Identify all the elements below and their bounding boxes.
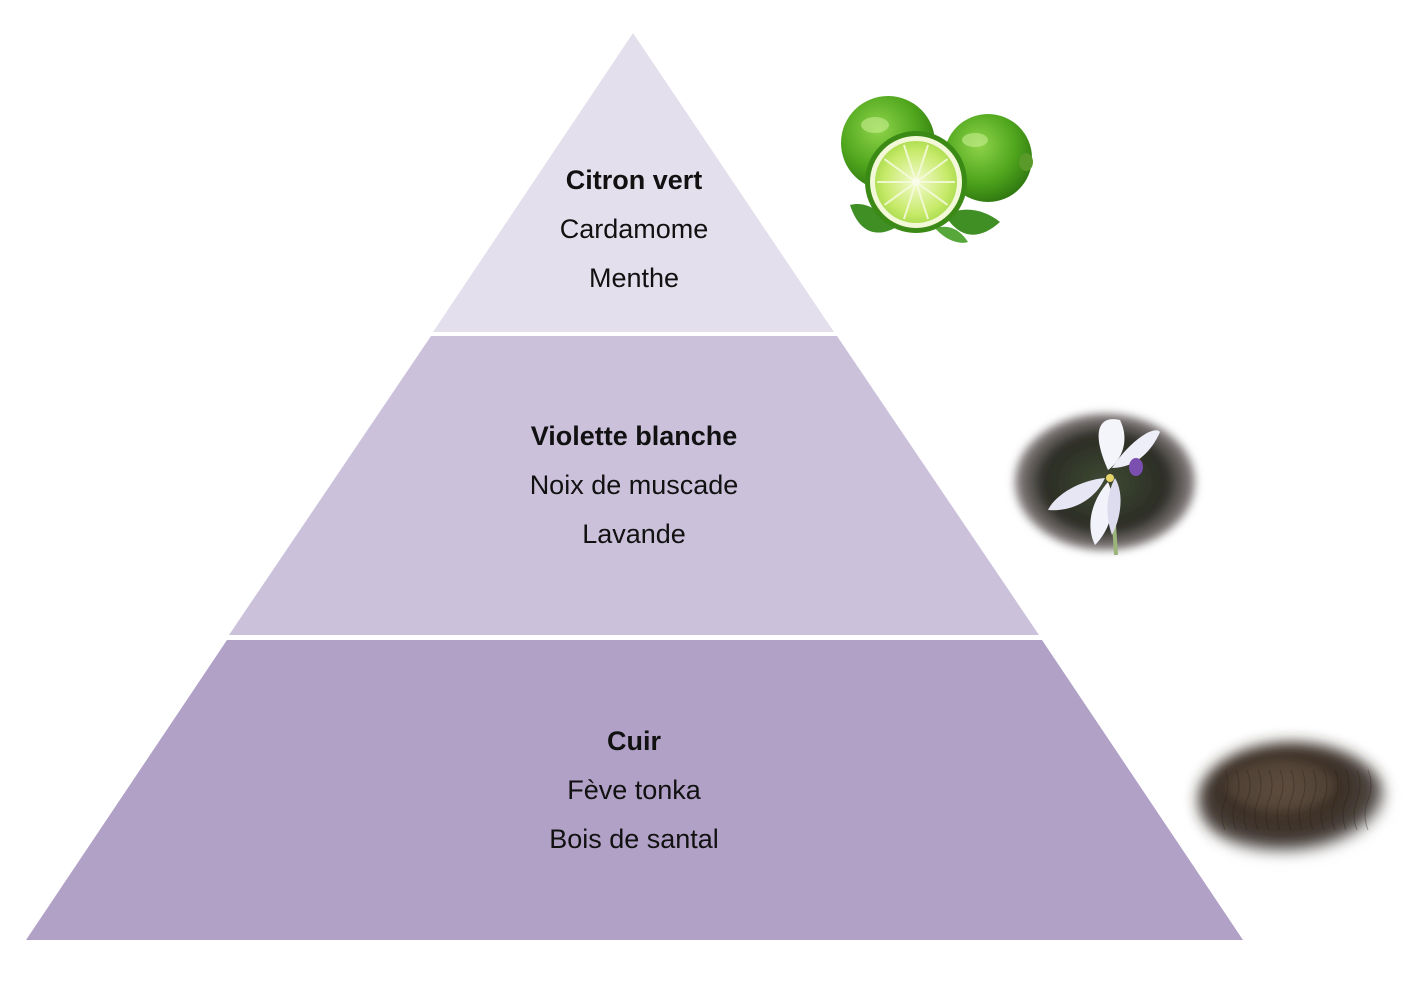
- tier-middle-main-note: Violette blanche: [530, 421, 738, 451]
- tier-top-notes: Citron vert Cardamome Menthe: [434, 156, 834, 303]
- tier-top-note: Menthe: [588, 263, 680, 293]
- white-violet-flower-image: [1013, 412, 1197, 556]
- tier-middle-shape: [229, 336, 1039, 635]
- lime-image: [841, 96, 1033, 243]
- tier-top-main-note: Citron vert: [565, 165, 703, 195]
- tier-base-note: Bois de santal: [549, 824, 719, 854]
- tier-middle-note: Noix de muscade: [529, 470, 739, 500]
- tier-middle-notes: Violette blanche Noix de muscade Lavande: [434, 412, 834, 559]
- tier-base-main-note: Cuir: [607, 726, 661, 756]
- tier-middle-note: Lavande: [582, 519, 686, 549]
- tier-top-note: Cardamome: [559, 214, 709, 244]
- tier-base-notes: Cuir Fève tonka Bois de santal: [434, 717, 834, 864]
- tier-base-note: Fève tonka: [567, 775, 701, 805]
- tier-top-shape: [433, 33, 834, 332]
- leather-texture-image: [1198, 742, 1386, 858]
- tier-base-shape: [26, 640, 1243, 940]
